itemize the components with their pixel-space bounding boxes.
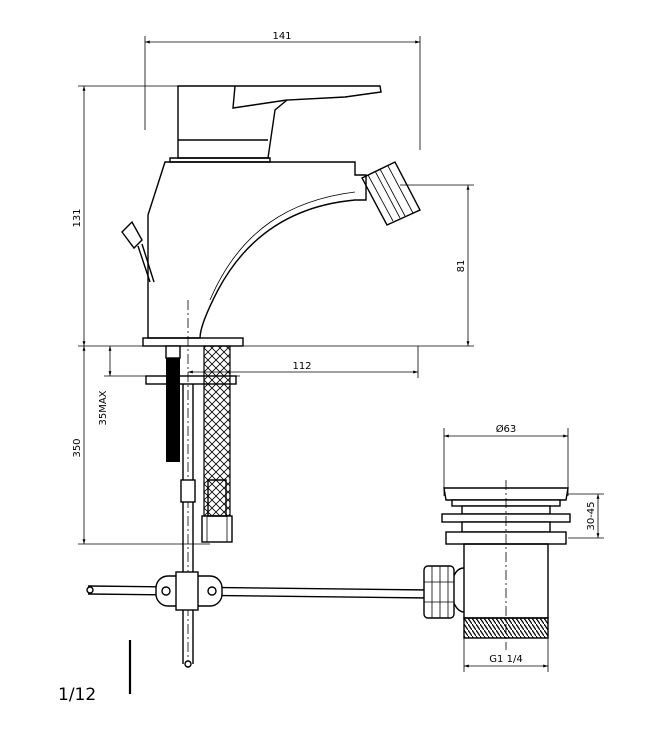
mounting-hardware — [145, 345, 237, 543]
dimension-body-height: 131 — [72, 85, 180, 347]
dimension-label-g1-1-4: G1 1/4 — [489, 654, 522, 665]
lift-rod — [86, 571, 431, 611]
dimension-drain-diameter: Ø63 — [443, 423, 569, 496]
dimension-drain-adjust: 30-45 — [568, 493, 604, 539]
dimension-drain-thread: G1 1/4 — [463, 638, 549, 672]
dimension-label-63: Ø63 — [496, 423, 517, 435]
dimension-label-35max: 35MAX — [98, 390, 109, 425]
popup-rod — [180, 384, 196, 668]
dimension-width-top: 141 — [144, 31, 421, 150]
dimension-label-131: 131 — [72, 208, 83, 227]
corner-label: 1/12 — [58, 685, 96, 705]
dimension-label-350: 350 — [72, 438, 83, 457]
drain-side-nut — [423, 565, 455, 619]
dimension-spout-height: 81 — [240, 184, 474, 347]
drain-assembly — [423, 480, 571, 650]
aerator-nozzle — [361, 161, 421, 226]
dimension-label-30-45: 30-45 — [586, 501, 597, 530]
dimension-label-81: 81 — [456, 260, 467, 273]
faucet-body — [142, 85, 421, 347]
popup-rod-knob — [121, 220, 155, 283]
dimension-label-112: 112 — [292, 361, 311, 372]
dimension-label-141: 141 — [272, 31, 291, 42]
